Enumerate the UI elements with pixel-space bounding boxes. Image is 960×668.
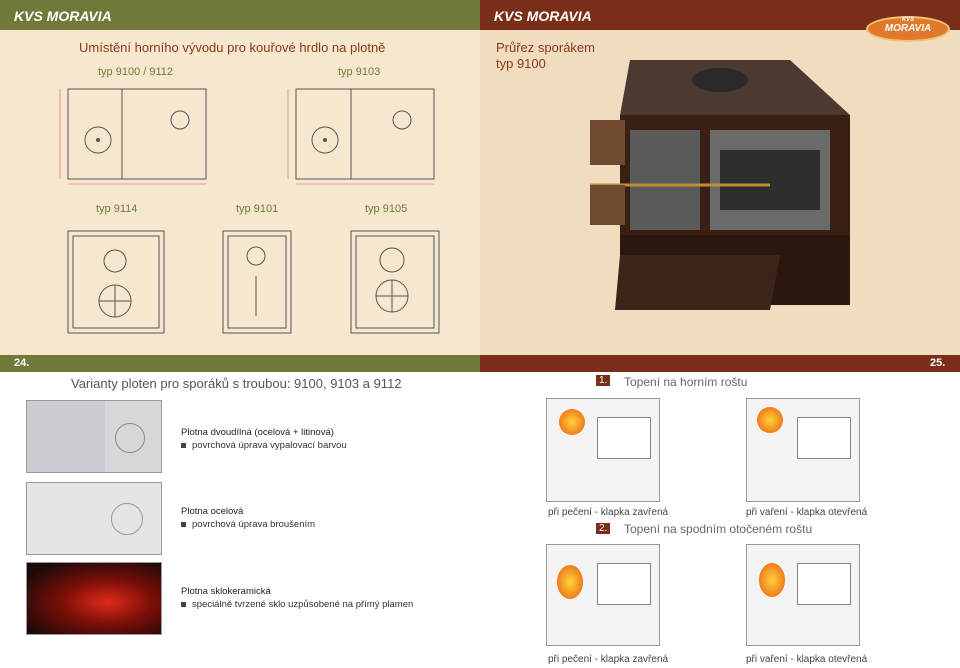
plate-1-title: Plotna dvoudílná (ocelová + litinová): [181, 427, 334, 438]
caption-2-left: při pečení - klapka zavřená: [548, 654, 669, 665]
label-t9114: typ 9114: [96, 203, 138, 215]
label-t9103: typ 9103: [338, 66, 381, 78]
plate-steel-image: [26, 482, 162, 555]
caption-1-left: při pečení - klapka zavřená: [548, 507, 669, 518]
section-1-number: 1.: [596, 375, 611, 386]
diagram-1-right: [746, 398, 860, 502]
right-page-number: 25.: [930, 357, 946, 369]
right-brand: KVS MORAVIA: [494, 8, 592, 24]
diagram-2-right: [746, 544, 860, 646]
plate-2-title: Plotna ocelová: [181, 506, 244, 517]
plate-two-part-image: [26, 400, 162, 473]
right-heading-1: Průřez sporákem: [496, 40, 595, 55]
plate-glass-ceramic-image: [26, 562, 162, 635]
caption-2-right: při vaření - klapka otevřená: [746, 654, 868, 665]
plates-heading: Varianty ploten pro sporáků s troubou: 9…: [71, 376, 402, 391]
technical-drawings: [59, 88, 440, 334]
drawing-9100: [59, 88, 207, 185]
left-drawing-panel: [0, 30, 480, 355]
drawing-9105: [350, 230, 440, 334]
plate-2-detail: povrchová úprava broušením: [181, 519, 315, 530]
caption-1-right: při vaření - klapka otevřená: [746, 507, 868, 518]
left-brand: KVS MORAVIA: [14, 8, 112, 24]
diagram-2-left: [546, 544, 660, 646]
left-heading: Umístění horního vývodu pro kouřové hrdl…: [79, 40, 386, 55]
diagram-1-left: [546, 398, 660, 502]
label-t9101: typ 9101: [236, 203, 279, 215]
plate-1-detail: povrchová úprava vypalovací barvou: [181, 440, 347, 451]
left-page-bar: [0, 355, 480, 372]
moravia-logo: KVS MORAVIA: [866, 16, 950, 42]
stove-cutaway-illustration: [590, 60, 850, 310]
plate-3-title: Plotna sklokeramická: [181, 586, 271, 597]
right-heading-2: typ 9100: [496, 56, 546, 71]
drawing-9114: [67, 230, 165, 334]
label-t9100: typ 9100 / 9112: [98, 66, 174, 78]
section-2-number: 2.: [596, 523, 611, 534]
plate-3-detail: speciálně tvrzené sklo uzpůsobené na pří…: [181, 599, 413, 610]
left-page-number: 24.: [14, 357, 30, 369]
drawing-9101: [222, 230, 292, 334]
drawing-9103: [287, 88, 435, 185]
section-2-title: Topení na spodním otočeném roštu: [624, 522, 813, 536]
right-page-bar: [480, 355, 960, 372]
label-t9105: typ 9105: [365, 203, 408, 215]
section-1-title: Topení na horním roštu: [624, 375, 748, 389]
left-header-bar: [0, 0, 480, 30]
